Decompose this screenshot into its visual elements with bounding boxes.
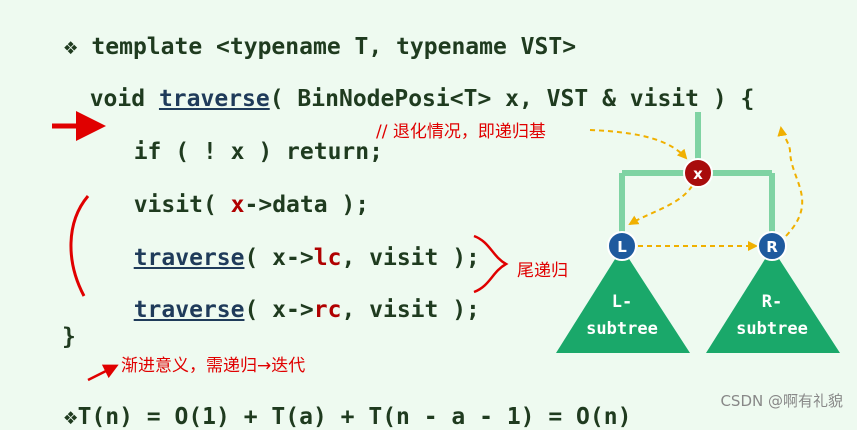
recursion-bracket: [69, 195, 90, 297]
left-subtree-label-2: subtree: [586, 319, 658, 339]
traverse-fn: traverse: [158, 86, 270, 112]
left-node: [607, 231, 637, 261]
base-case-line: if ( ! x ) return;: [133, 139, 383, 165]
bullet-icon: ❖: [63, 34, 78, 60]
right-subtree-label-2: subtree: [736, 319, 808, 339]
diagram-layer: L- subtree R- subtree x L R: [52, 111, 840, 382]
closing-brace: }: [62, 324, 76, 350]
tree-diagram: L- subtree R- subtree x L R: [556, 112, 840, 353]
traverse-lc-line: traverse( x->lc, visit );: [133, 245, 480, 271]
visit-line: visit( x->data );: [133, 192, 370, 218]
base-case-note: // 退化情况，即递归基: [376, 122, 546, 142]
root-node: [683, 158, 713, 188]
template-line: ❖ template <typename T, typename VST>: [63, 34, 577, 60]
arrow-base-to-root: [589, 129, 688, 160]
tail-brace: [473, 234, 509, 294]
iteration-note: 渐进意义，需递归→迭代: [121, 356, 306, 376]
watermark: CSDN @啊有礼貌: [720, 392, 843, 410]
root-node-label: x: [693, 165, 703, 183]
right-subtree: [706, 248, 840, 353]
iteration-arrow: [87, 364, 119, 382]
traverse-rc-line: traverse( x->rc, visit );: [133, 297, 480, 323]
arrow-root-to-left: [628, 185, 693, 226]
left-subtree-label-1: L-: [612, 292, 632, 312]
right-node-label: R: [766, 238, 778, 256]
left-subtree: [556, 248, 690, 353]
signature-line: void traverse( BinNodePosi<T> x, VST & v…: [89, 86, 755, 112]
arrow-right-up: [777, 126, 804, 237]
right-node: [757, 231, 787, 261]
tail-recursion-note: 尾递归: [517, 261, 568, 281]
left-node-label: L: [617, 238, 627, 256]
right-subtree-label-1: R-: [762, 292, 782, 312]
